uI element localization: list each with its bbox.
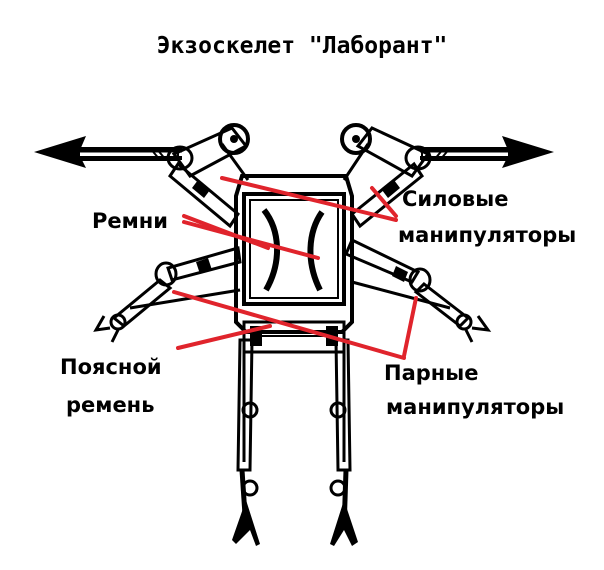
knee-joint-right-icon [329, 401, 347, 419]
paired-manipulator-right [344, 237, 492, 343]
gripper-right-icon [464, 315, 492, 343]
diagram-title: Экзоскелет "Лаборант" [157, 33, 448, 59]
waist-belt [242, 320, 346, 354]
callout-power-right [370, 186, 398, 218]
strap-right [307, 210, 325, 292]
power-manipulator-left [34, 123, 250, 229]
label-paired-manipulators-line2: манипуляторы [386, 395, 564, 419]
callout-waist-belt [176, 324, 272, 350]
label-power-manipulators-line2: манипуляторы [398, 223, 576, 247]
callout-lines [172, 176, 418, 360]
foot-left-icon [232, 500, 260, 546]
leg-right [329, 338, 358, 546]
label-waist-belt-line2: ремень [66, 393, 154, 417]
strap-left [261, 208, 280, 292]
shoulder-joint-right-icon [340, 123, 372, 155]
knee-joint-left-icon [241, 401, 259, 419]
label-power-manipulators-line1: Силовые [402, 187, 508, 211]
leg-left [232, 338, 260, 546]
foot-right-icon [330, 500, 358, 546]
label-paired-manipulators-line1: Парные [384, 361, 479, 385]
callout-paired-left [172, 290, 406, 360]
paired-manipulator-left [93, 246, 242, 343]
label-waist-belt-line1: Поясной [60, 355, 162, 379]
callout-paired-right [402, 296, 418, 358]
power-manipulator-right [340, 123, 554, 229]
gripper-left-icon [93, 315, 120, 343]
callout-straps-2 [182, 220, 320, 260]
callout-power-left [220, 176, 398, 222]
label-straps: Ремни [92, 209, 168, 233]
shoulder-joint-left-icon [218, 123, 250, 155]
